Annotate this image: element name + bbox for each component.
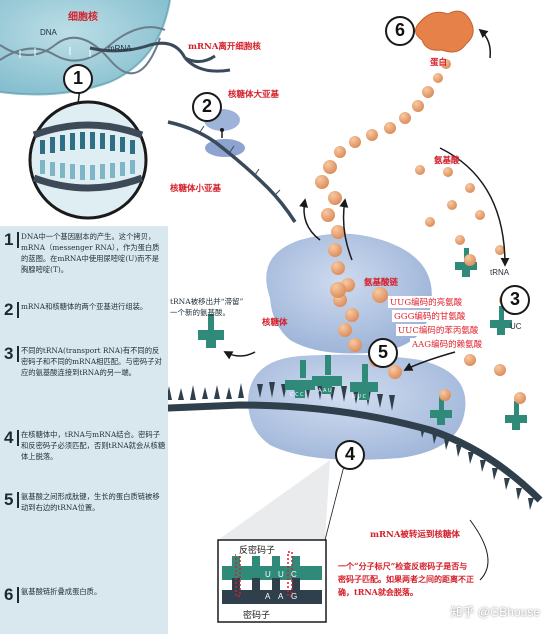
inset-letter-top-1: U — [265, 570, 271, 579]
mrna-leaving — [89, 41, 187, 59]
codon-label-2: GGG编码的甘氨酸 — [392, 310, 468, 322]
watermark: 知乎 @GBhouse — [450, 605, 540, 619]
label-ribosome: 核糖体 — [262, 318, 288, 328]
inset-letter-top-2: U — [278, 570, 284, 579]
step-number: 3 — [4, 344, 14, 363]
nucleus-shape — [0, 0, 170, 95]
svg-text:C C C: C C C — [290, 392, 304, 398]
step-divider — [17, 430, 19, 446]
trna-incoming — [430, 248, 527, 430]
label-ruler: 一个“分子标尺”检查反密码子是否与 密码子匹配。如果两者之间的距离不正 确，tR… — [338, 561, 474, 597]
codon-label-3: UUC编码的苯丙氨酸 — [396, 324, 481, 336]
free-amino-acids — [415, 165, 526, 404]
label-codon: 密码子 — [240, 608, 274, 621]
svg-text:A A U: A A U — [318, 388, 332, 394]
step-text: 氨基酸之间形成肽键，生长的蛋白质链被移动到右边的tRNA位置。 — [21, 492, 160, 512]
svg-text:U U C: U U C — [352, 394, 366, 400]
inset-letter-top-3: C — [291, 570, 297, 579]
inset-letter-bottom-3: G — [291, 592, 298, 601]
circle-number-6: 6 — [385, 16, 415, 46]
inset-letter-bottom-2: A — [278, 592, 284, 601]
circle-number-2: 2 — [192, 92, 222, 122]
dna-zoom-circle — [28, 100, 148, 220]
label-mrna-transport: mRNA被转运到核糖体 — [370, 530, 460, 540]
circle-number-5: 5 — [368, 338, 398, 368]
label-nucleus: 细胞核 — [68, 12, 98, 23]
codon-label-1: UUG编码的亮氨酸 — [388, 296, 465, 308]
step-divider — [17, 492, 19, 508]
label-mrna: mRNA — [108, 44, 132, 53]
step-divider — [17, 232, 19, 248]
label-mrna-leaves: mRNA离开细胞核 — [188, 42, 261, 52]
label-uc: UC — [510, 322, 522, 331]
dna-helix — [0, 26, 166, 75]
step-number: 2 — [4, 300, 14, 319]
label-small-subunit: 核糖体小亚基 — [170, 184, 222, 194]
step-descriptions-panel — [0, 226, 168, 634]
inset-letter-bottom-1: A — [265, 592, 271, 601]
label-trna: tRNA — [490, 268, 510, 277]
step-number: 5 — [4, 490, 14, 509]
step-text: 不同的tRNA(transport RNA)有不同的反密码子和不同的mRNA相匹… — [21, 346, 162, 377]
step-number: 1 — [4, 230, 14, 249]
step-text: DNA中一个基因副本的产生。这个拷贝，mRNA（messenger RNA），作… — [21, 232, 160, 274]
step-number: 6 — [4, 585, 14, 604]
trna-group-ribosome — [285, 355, 378, 400]
label-anticodon: 反密码子 — [236, 543, 279, 556]
label-amino-acids: 氨基酸 — [434, 156, 460, 166]
step-text: 氨基酸链折叠成蛋白质。 — [21, 587, 102, 596]
label-dna: DNA — [40, 28, 57, 37]
step-text: mRNA和核糖体的两个亚基进行组装。 — [21, 302, 148, 311]
protein-blob — [415, 10, 474, 53]
label-protein: 蛋白 — [430, 58, 448, 68]
circle-number-3: 3 — [500, 285, 530, 315]
label-large-subunit: 核糖体大亚基 — [228, 90, 280, 100]
circle-number-4: 4 — [335, 440, 365, 470]
label-peptide-chain: 氨基酸链 — [364, 278, 399, 288]
trna-leaving — [198, 314, 224, 348]
mrna-step2 — [167, 120, 297, 223]
mrna-strand-top — [184, 54, 216, 63]
step-number: 4 — [4, 428, 14, 447]
ribosome-large — [266, 233, 432, 354]
circle-number-1: 1 — [63, 64, 93, 94]
step-text: 在核糖体中，tRNA与mRNA结合。密码子和反密码子必须匹配，否则tRNA就会从… — [21, 430, 166, 461]
codon-label-4: AAG编码的赖氨酸 — [410, 338, 485, 350]
label-trna-release: tRNA被移出并“滞留” 一个新的氨基酸。 — [170, 297, 244, 317]
step-divider — [17, 346, 19, 362]
step-divider — [17, 587, 19, 603]
step-divider — [17, 302, 19, 318]
